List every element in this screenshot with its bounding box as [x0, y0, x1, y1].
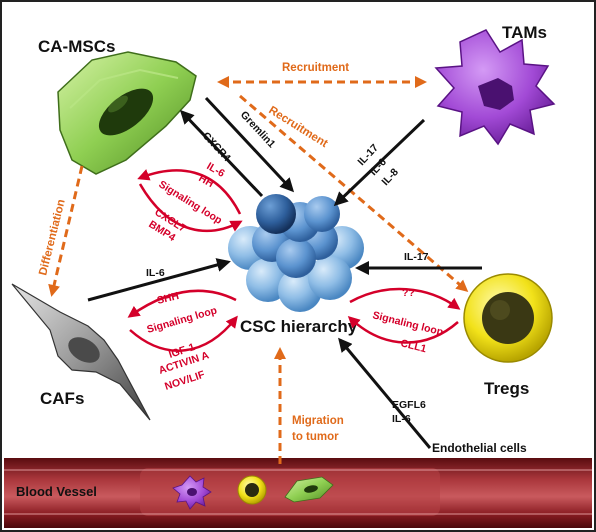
csc-cluster-icon — [228, 194, 364, 312]
treg-cell-icon — [463, 273, 553, 363]
treg-signaling-loop — [347, 287, 461, 344]
ca-mscs-label: CA-MSCs — [38, 37, 115, 56]
tams-label: TAMs — [502, 23, 547, 42]
cafs-label: CAFs — [40, 389, 84, 408]
treg-unknown-label: ?? — [402, 287, 415, 299]
ca-msc-cell-icon — [57, 51, 197, 175]
vessel-treg-icon — [237, 475, 267, 505]
vessel-msc-icon — [284, 476, 334, 503]
caf-il6-label: IL-6 — [146, 267, 165, 279]
blood-vessel-icon — [4, 458, 592, 528]
migration-label-line1: Migration — [292, 415, 344, 427]
csc-hierarchy-label: CSC hierarchy — [240, 317, 358, 336]
vessel-tam-icon — [172, 475, 212, 510]
recruitment-top-label: Recruitment — [282, 62, 349, 74]
caf-shh-label: SHH — [156, 290, 180, 307]
blood-vessel-label: Blood Vessel — [16, 484, 97, 499]
treg-il17-label: IL-17 — [404, 251, 429, 263]
endothelial-egfl6-label: EGFL6 — [392, 399, 426, 411]
cxcr4-arrow — [179, 109, 264, 198]
endothelial-il6-label: IL-6 — [392, 413, 411, 425]
endothelial-to-csc-arrow — [338, 337, 432, 449]
gremlin1-arrow — [204, 96, 295, 193]
tregs-label: Tregs — [484, 379, 529, 398]
migration-label-line2: to tumor — [292, 431, 339, 443]
tam-to-csc-arrow — [333, 118, 426, 207]
caf-to-csc-arrow — [87, 258, 231, 302]
msc-signaling-loop — [137, 169, 243, 233]
recruitment-arrow-diagonal — [239, 94, 469, 292]
caf-signaling-loop — [127, 289, 238, 352]
differentiation-arrow — [48, 165, 84, 297]
endothelial-cells-label: Endothelial cells — [432, 441, 527, 455]
caf-cell-icon — [11, 283, 151, 421]
tam-cell-icon — [434, 29, 556, 146]
